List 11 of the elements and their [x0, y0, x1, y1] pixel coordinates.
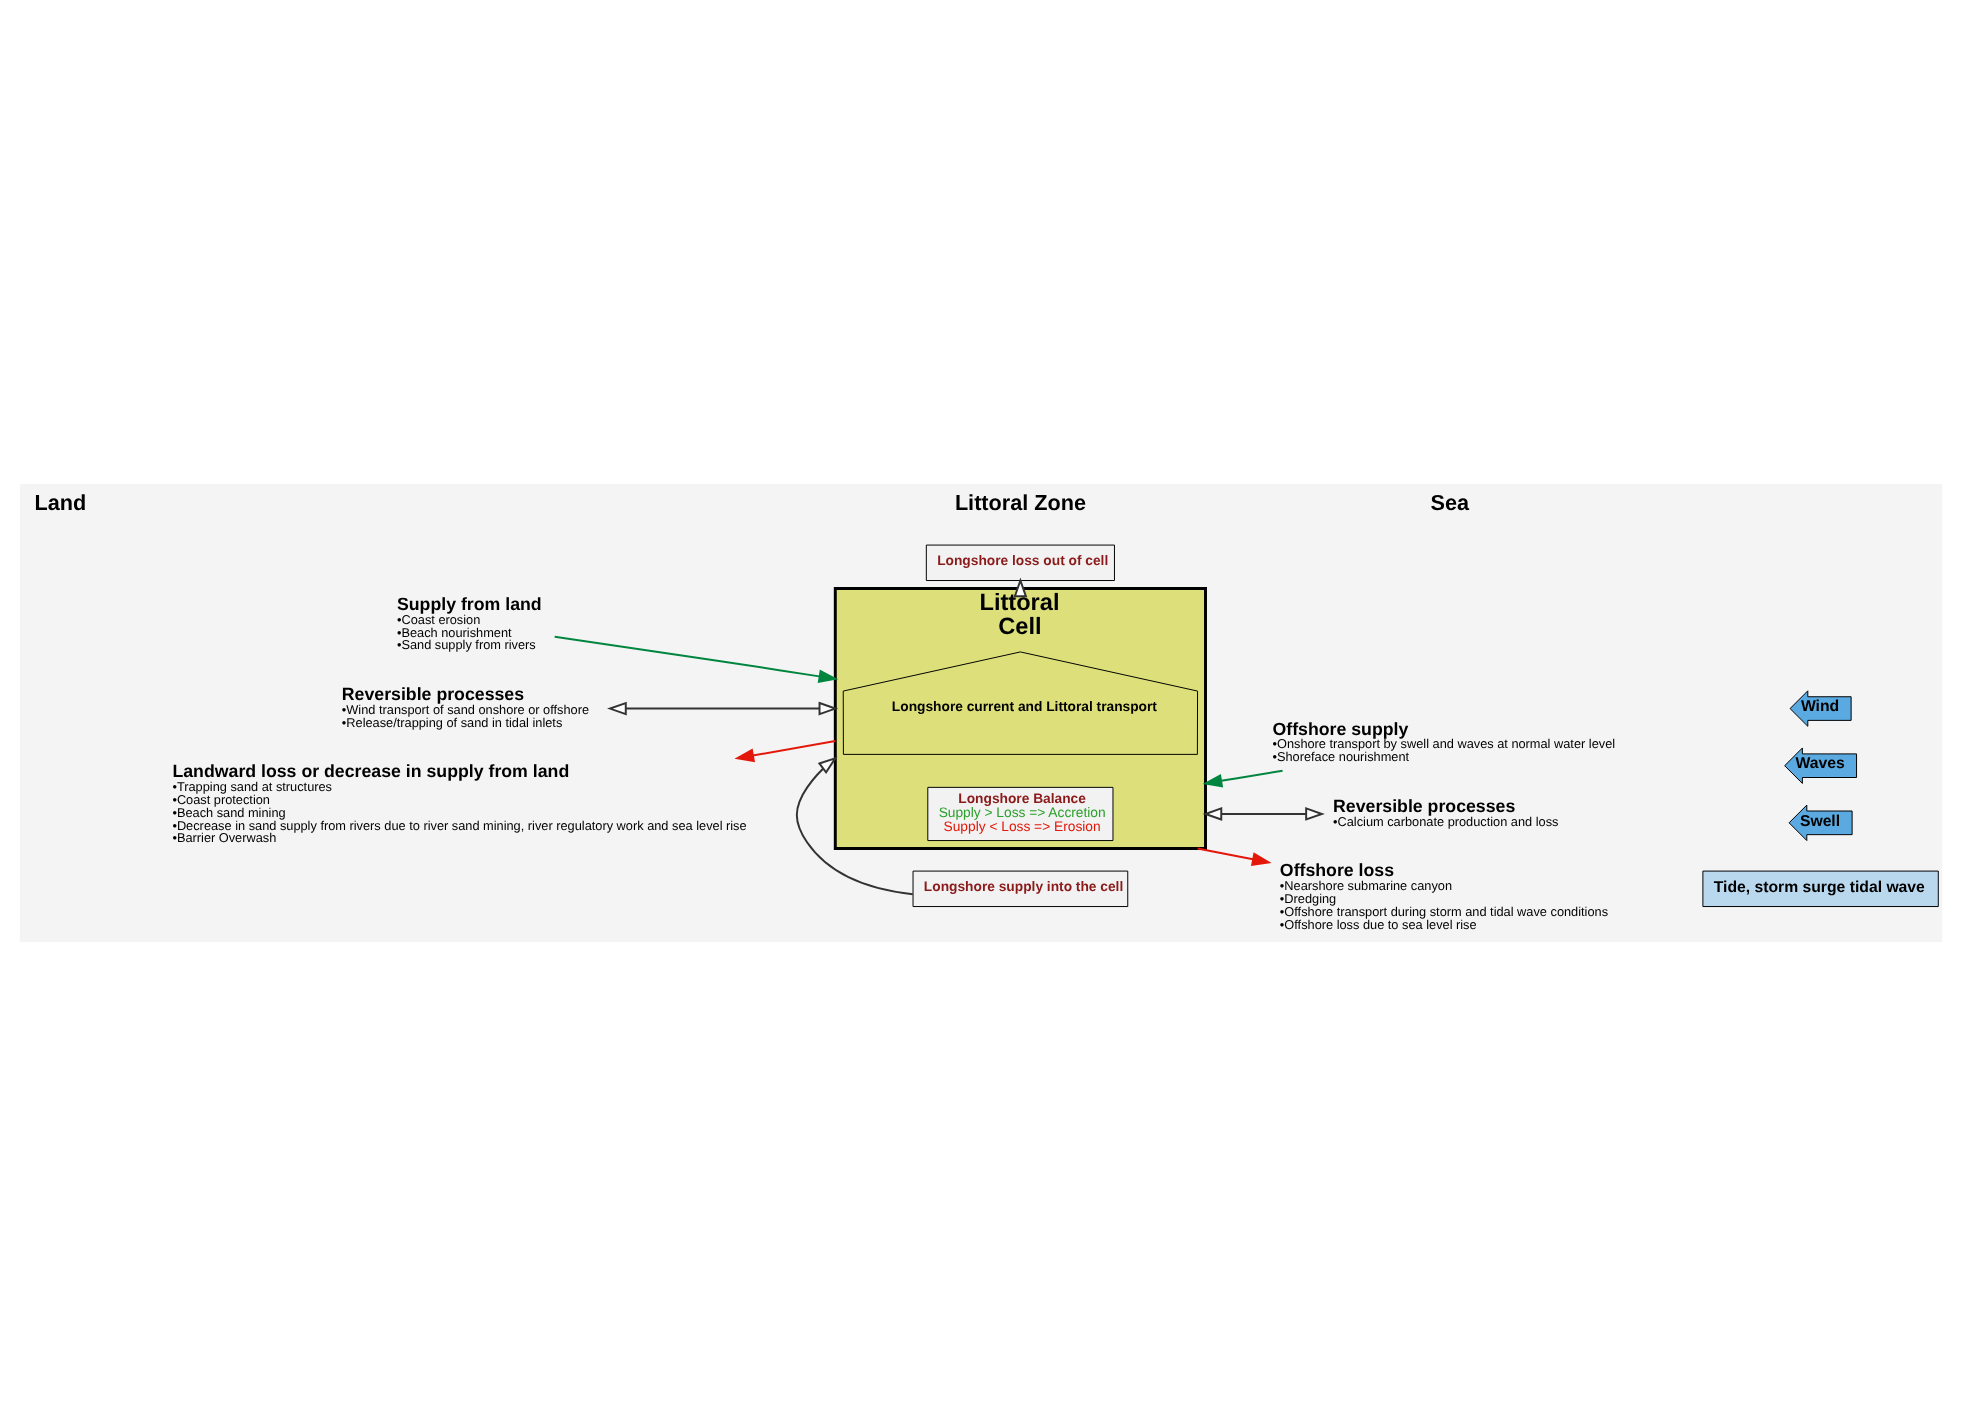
arrow — [1202, 769, 1284, 788]
label: Land — [34, 492, 87, 517]
label: Littoral Zone — [954, 492, 1087, 517]
arrow — [795, 756, 914, 896]
label: Sea — [1430, 492, 1470, 517]
arrow — [607, 701, 839, 716]
arrow — [1202, 807, 1325, 821]
arrow — [1196, 847, 1272, 866]
node-box: Tide, storm surge tidal wave — [1702, 870, 1939, 908]
arrow — [734, 740, 837, 763]
arrow — [553, 635, 839, 684]
